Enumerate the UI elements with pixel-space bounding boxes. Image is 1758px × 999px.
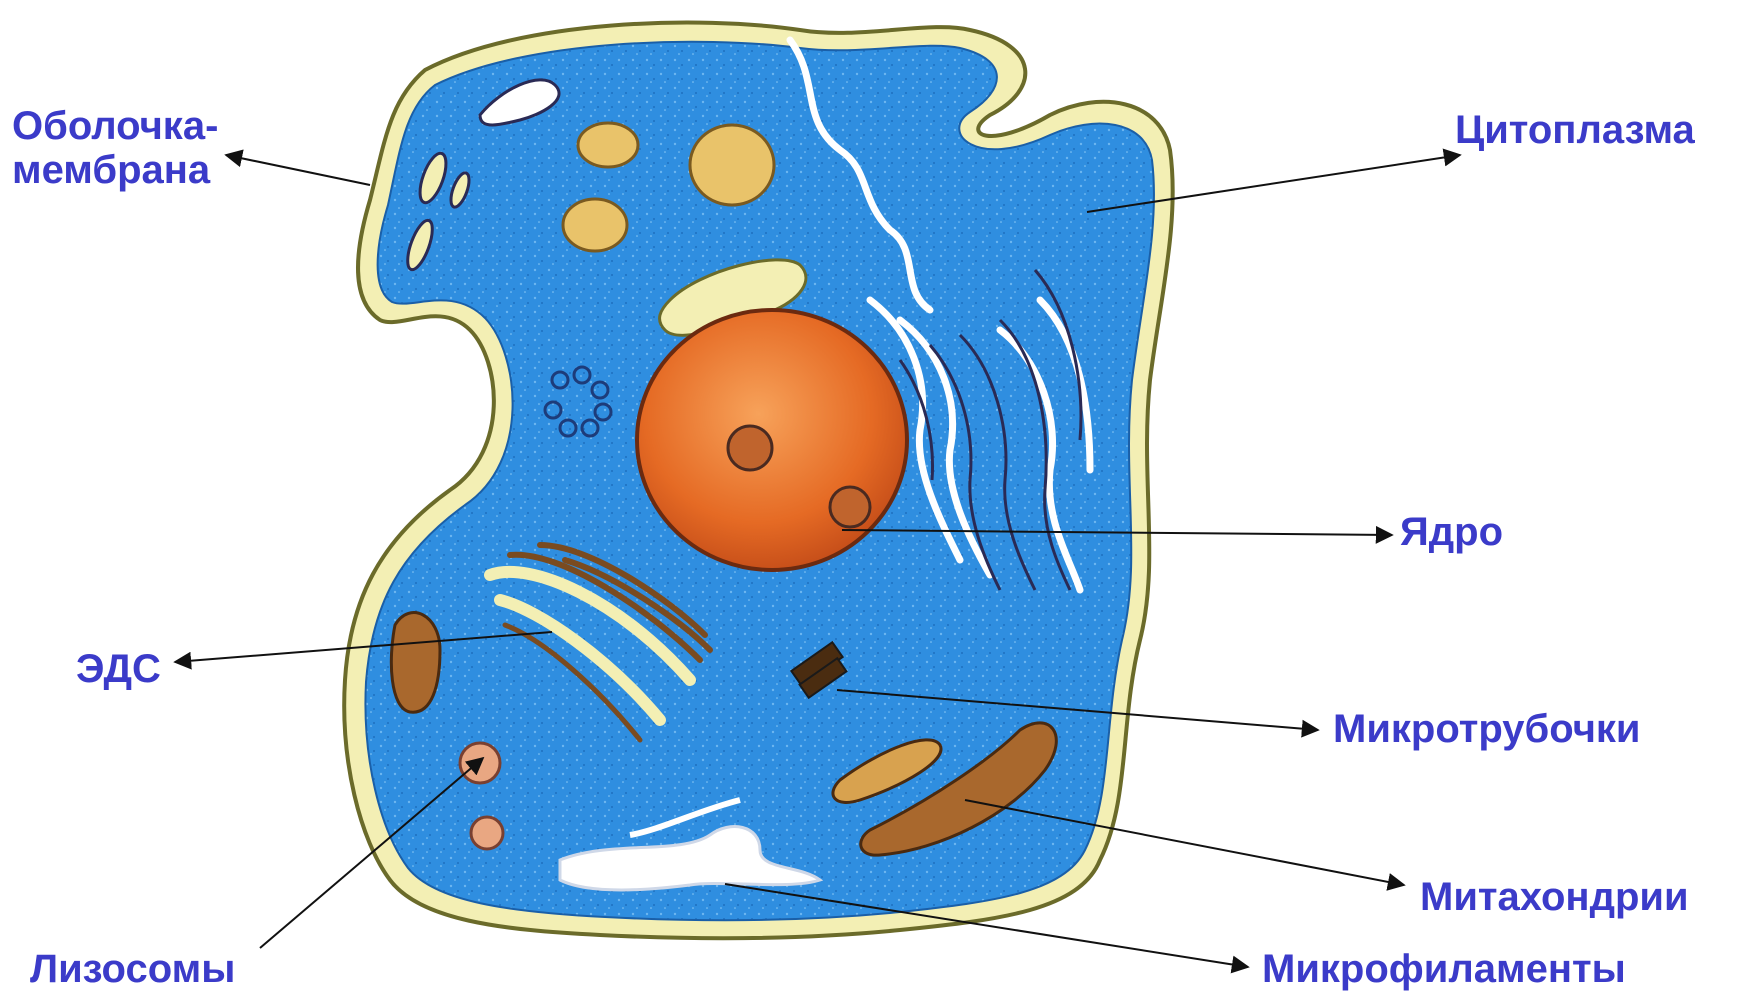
label-cytoplasm: Цитоплазма (1455, 108, 1695, 152)
label-mitochondria: Митахондрии (1420, 875, 1689, 919)
label-microfilaments: Микрофиламенты (1262, 947, 1626, 991)
label-membrane-line2: мембрана (12, 148, 218, 192)
label-membrane: Оболочка- мембрана (12, 104, 218, 192)
label-microtubules: Микротрубочки (1333, 707, 1641, 751)
label-membrane-line1: Оболочка- (12, 104, 218, 148)
label-er: ЭДС (76, 647, 161, 691)
label-nucleus: Ядро (1400, 510, 1503, 554)
arrow-membrane (226, 155, 370, 185)
label-lysosomes: Лизосомы (30, 947, 235, 991)
left-organelle (391, 613, 440, 713)
